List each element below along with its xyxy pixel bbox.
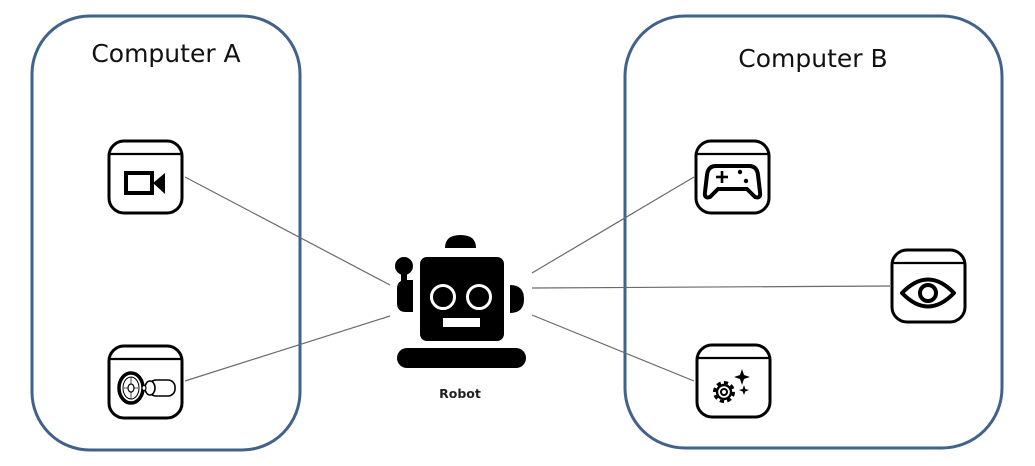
film-reel-icon [117,371,176,405]
computer-a-title: Computer A [91,39,240,68]
connector-robot-video [184,176,391,286]
app-settings[interactable] [695,343,772,419]
connector-robot-game [531,176,695,274]
computer-b-box [623,14,1004,450]
connector-robot-settings [531,314,695,382]
video-camera-icon [124,171,165,195]
app-reel[interactable] [107,344,184,420]
app-eye[interactable] [890,248,967,324]
eye-icon [900,277,956,309]
gear-sparkle-icon [713,369,750,403]
robot-icon [395,235,526,368]
app-video[interactable] [107,139,184,215]
robot-node[interactable]: Robot [395,235,526,401]
app-game[interactable] [694,139,771,215]
gamepad-icon [702,164,763,200]
computer-a-box [30,14,302,452]
connector-robot-eye [531,285,891,289]
computer-b-title: Computer B [738,44,887,73]
connector-robot-reel [184,315,391,382]
robot-label: Robot [439,386,481,401]
